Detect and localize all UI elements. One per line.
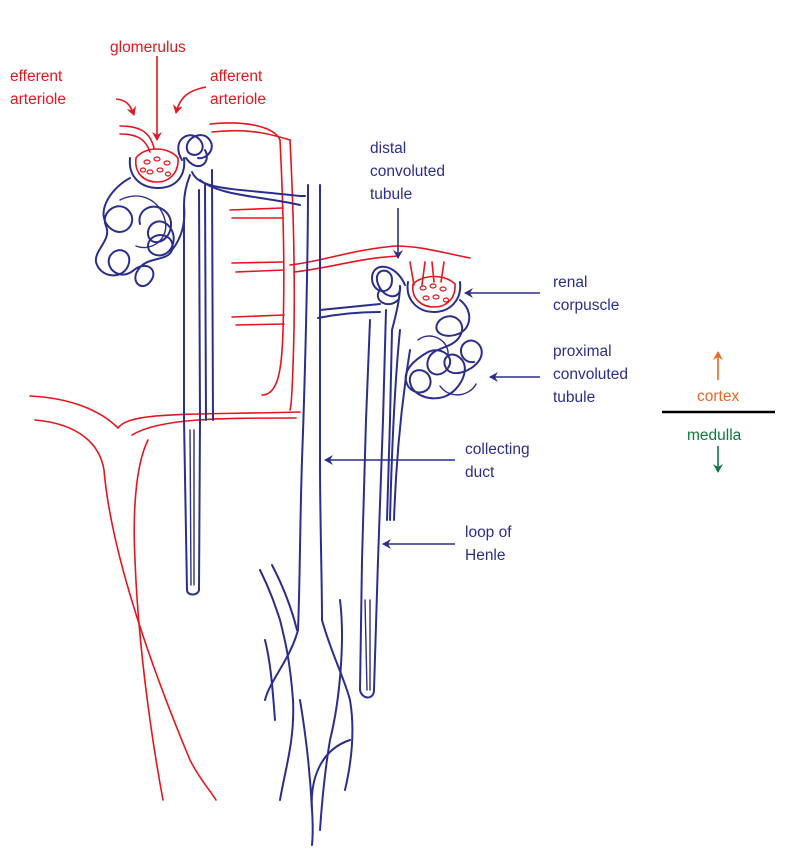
label-glomerulus: glomerulus xyxy=(110,39,186,56)
nephron-right xyxy=(359,265,483,699)
interlobular-artery xyxy=(261,139,296,411)
label-loop-of: loop of xyxy=(465,524,512,541)
cortex-medulla-indicator xyxy=(662,351,775,473)
label-distal-convoluted: convoluted xyxy=(370,163,445,180)
arcuate-artery-outer xyxy=(34,419,217,801)
label-renal: renal xyxy=(553,274,587,291)
efferent-arteriole xyxy=(119,125,155,153)
label-distal-tubule: tubule xyxy=(370,186,412,203)
label-henle: Henle xyxy=(465,547,506,564)
label-cortex: cortex xyxy=(697,388,739,405)
glomerulus-right xyxy=(406,275,462,313)
label-efferent: efferent xyxy=(10,68,63,85)
label-efferent-arteriole: arteriole xyxy=(10,91,66,108)
nephron-left xyxy=(94,134,306,596)
label-afferent-arteriole: arteriole xyxy=(210,91,266,108)
label-distal: distal xyxy=(370,140,406,157)
label-afferent: afferent xyxy=(210,68,263,85)
label-corpuscle: corpuscle xyxy=(553,297,619,314)
label-proximal: proximal xyxy=(553,343,612,360)
label-proximal-tubule: tubule xyxy=(553,389,595,406)
glomerulus-left xyxy=(128,148,186,189)
label-arrows xyxy=(115,56,540,549)
collecting-duct xyxy=(259,184,381,846)
label-collecting: collecting xyxy=(465,441,530,458)
label-duct: duct xyxy=(465,464,495,481)
afferent-arteriole xyxy=(209,122,291,141)
arcuate-artery xyxy=(29,395,301,801)
label-medulla: medulla xyxy=(687,427,742,444)
blood-vessels xyxy=(29,122,471,801)
text-labels: glomerulus efferent arteriole afferent a… xyxy=(10,39,742,564)
label-proximal-convoluted: convoluted xyxy=(553,366,628,383)
